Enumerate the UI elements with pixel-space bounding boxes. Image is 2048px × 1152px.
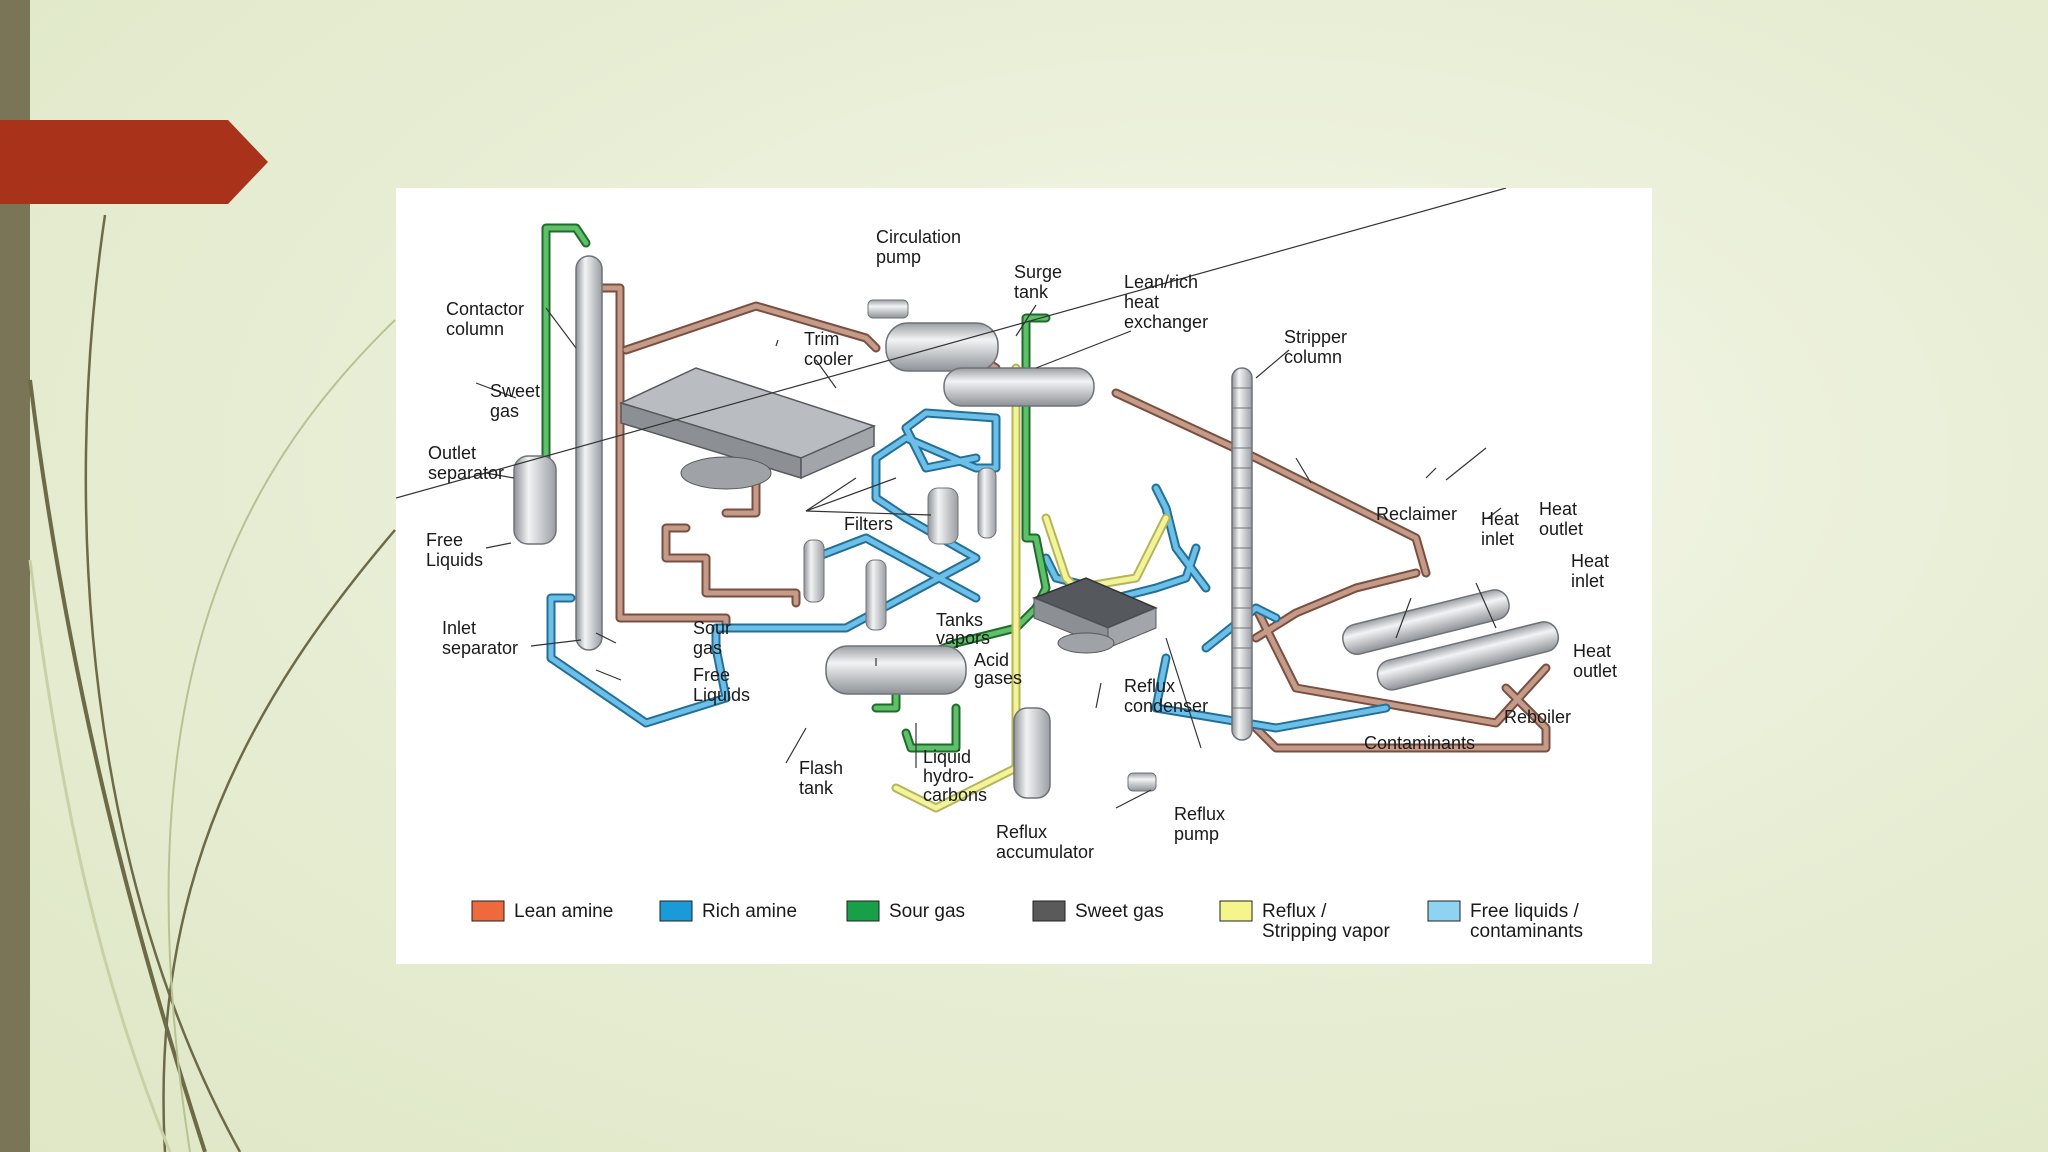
reboiler [1376, 621, 1560, 691]
label-contaminants: Contaminants [1364, 733, 1475, 753]
svg-text:Sour gas: Sour gas [889, 901, 965, 922]
legend-swatch [1427, 900, 1461, 922]
contactor-column [575, 255, 603, 651]
outlet-separator [513, 455, 557, 545]
legend-swatch [1032, 900, 1066, 922]
label-filters: Filters [844, 514, 893, 534]
legend-item-reflux: Reflux /Stripping vapor [1219, 900, 1390, 942]
svg-text:Rich amine: Rich amine [702, 901, 797, 922]
svg-text:Sweet gas: Sweet gas [1075, 901, 1164, 922]
filter-4 [977, 467, 997, 539]
legend-swatch [846, 900, 880, 922]
reflux-pump [1127, 772, 1157, 792]
filter-2 [865, 559, 887, 631]
legend-item-sour-gas: Sour gas [846, 900, 965, 922]
stripper-trays [1232, 387, 1252, 709]
svg-text:Lean amine: Lean amine [514, 901, 613, 922]
legend-item-sweet-gas: Sweet gas [1032, 900, 1164, 922]
legend-item-lean-amine: Lean amine [471, 900, 613, 922]
legend-swatch [1219, 900, 1253, 922]
filter-1 [803, 539, 825, 603]
label-reboiler: Reboiler [1504, 707, 1571, 727]
trim-cooler [618, 367, 877, 490]
legend-item-free-liquids: Free liquids /contaminants [1427, 900, 1583, 942]
reflux-accumulator [1013, 707, 1051, 799]
legend-swatch [471, 900, 505, 922]
reflux-condenser [1031, 577, 1158, 654]
title-arrow-tab [0, 120, 268, 204]
svg-text:Free liquids /contaminants: Free liquids /contaminants [1470, 901, 1583, 942]
decorative-curves [28, 214, 396, 1152]
filter-3 [927, 487, 959, 545]
surge-tank [885, 322, 999, 372]
reclaimer [1342, 589, 1510, 655]
stripper-column [1231, 367, 1253, 741]
flash-tank [825, 645, 967, 695]
label-reclaimer: Reclaimer [1376, 504, 1457, 524]
circulation-pump [867, 299, 909, 319]
legend: Lean amine Rich amine Sour gas Sweet gas… [471, 900, 1583, 942]
svg-text:Reflux /Stripping vapor: Reflux /Stripping vapor [1262, 901, 1390, 942]
legend-swatch [659, 900, 693, 922]
lean-rich-heat-exchanger [943, 367, 1095, 407]
legend-item-rich-amine: Rich amine [659, 900, 797, 922]
